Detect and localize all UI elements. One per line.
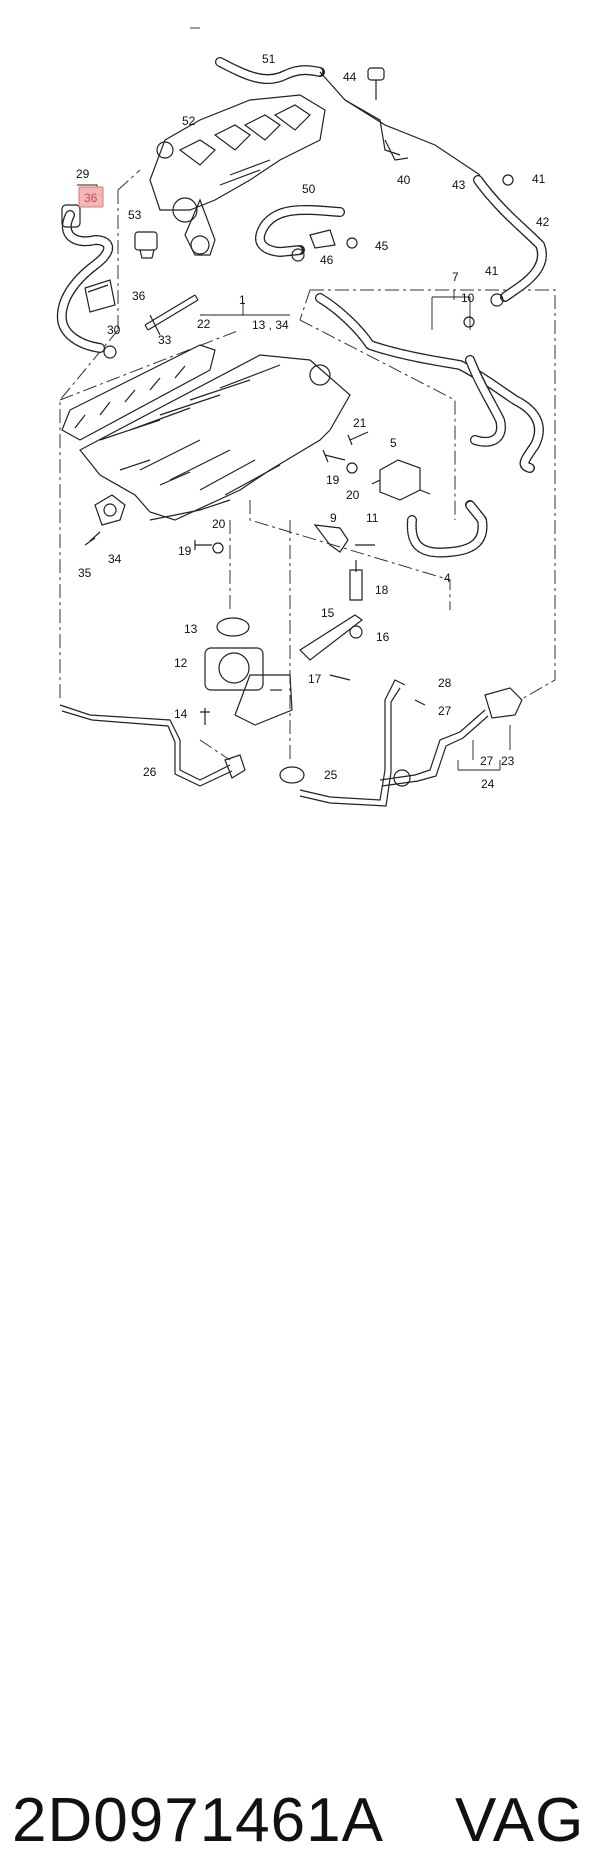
hose-50 bbox=[255, 204, 358, 262]
sensor-9 bbox=[313, 524, 375, 553]
label-41b: 41 bbox=[485, 264, 499, 278]
label-27b: 27 bbox=[480, 754, 494, 768]
hose-7 bbox=[315, 293, 544, 473]
pad-36 bbox=[84, 279, 116, 313]
throttle-body-12 bbox=[200, 617, 293, 726]
part-number: 2D0971461A bbox=[12, 1786, 384, 1855]
label-14: 14 bbox=[174, 707, 188, 721]
label-16: 16 bbox=[376, 630, 390, 644]
label-7: 7 bbox=[452, 270, 459, 284]
actuator-34 bbox=[84, 494, 126, 546]
label-51: 51 bbox=[262, 52, 276, 66]
label-10: 10 bbox=[461, 291, 475, 305]
label-19b: 19 bbox=[178, 544, 192, 558]
sensor-53 bbox=[134, 231, 158, 259]
label-1: 1 bbox=[239, 293, 246, 307]
label-18: 18 bbox=[375, 583, 389, 597]
label-25: 25 bbox=[324, 768, 338, 782]
label-30: 30 bbox=[107, 323, 121, 337]
hose-42 bbox=[473, 174, 547, 307]
label-9: 9 bbox=[330, 511, 337, 525]
gasket-22 bbox=[61, 344, 216, 441]
label-36-highlight: 36 bbox=[84, 191, 98, 205]
label-28: 28 bbox=[438, 676, 452, 690]
label-22: 22 bbox=[197, 317, 211, 331]
label-23: 23 bbox=[501, 754, 515, 768]
label-36: 36 bbox=[132, 289, 146, 303]
intake-manifold bbox=[79, 354, 351, 521]
lower-pipes-24-27 bbox=[279, 679, 523, 807]
label-44: 44 bbox=[343, 70, 357, 84]
label-19a: 19 bbox=[326, 473, 340, 487]
hose-4 bbox=[406, 500, 488, 558]
label-43: 43 bbox=[452, 178, 466, 192]
label-24: 24 bbox=[481, 777, 495, 791]
highlight-box-36 bbox=[78, 186, 104, 208]
label-13: 13 bbox=[184, 622, 198, 636]
label-17: 17 bbox=[308, 672, 322, 686]
assembly-outline-lines bbox=[59, 169, 556, 761]
label-40: 40 bbox=[397, 173, 411, 187]
leader-lines bbox=[77, 27, 511, 771]
label-52: 52 bbox=[182, 114, 196, 128]
callout-labels: 51 44 52 40 43 41 29 36 50 53 42 45 46 7… bbox=[76, 52, 550, 791]
label-20b: 20 bbox=[212, 517, 226, 531]
bolts-19-20-21 bbox=[194, 431, 369, 554]
label-27a: 27 bbox=[438, 704, 452, 718]
hose-51 bbox=[215, 57, 325, 84]
rod-33 bbox=[144, 294, 199, 336]
label-29: 29 bbox=[76, 167, 90, 181]
label-50: 50 bbox=[302, 182, 316, 196]
parts-exploded-diagram: 51 44 52 40 43 41 29 36 50 53 42 45 46 7… bbox=[56, 27, 556, 807]
brand-name: VAG bbox=[455, 1786, 585, 1855]
label-4: 4 bbox=[444, 571, 451, 585]
label-13-34: 13 , 34 bbox=[252, 318, 289, 332]
label-26: 26 bbox=[143, 765, 157, 779]
hose-29-30 bbox=[56, 204, 117, 359]
pipe-43-and-valve-44 bbox=[319, 67, 481, 176]
label-34: 34 bbox=[108, 552, 122, 566]
label-53: 53 bbox=[128, 208, 142, 222]
label-45: 45 bbox=[375, 239, 389, 253]
label-46: 46 bbox=[320, 253, 334, 267]
label-15: 15 bbox=[321, 606, 335, 620]
label-42: 42 bbox=[536, 215, 550, 229]
label-35: 35 bbox=[78, 566, 92, 580]
label-11: 11 bbox=[366, 511, 379, 525]
bracket-15 bbox=[299, 560, 364, 681]
label-33: 33 bbox=[158, 333, 172, 347]
label-41a: 41 bbox=[532, 172, 546, 186]
label-20a: 20 bbox=[346, 488, 360, 502]
caption-bar: 2D0971461A VAG bbox=[0, 890, 600, 1855]
pipe-26 bbox=[59, 704, 246, 787]
label-21: 21 bbox=[353, 416, 367, 430]
label-12: 12 bbox=[174, 656, 188, 670]
label-5: 5 bbox=[390, 436, 397, 450]
valve-5 bbox=[371, 459, 431, 501]
exhaust-manifold bbox=[149, 94, 326, 256]
